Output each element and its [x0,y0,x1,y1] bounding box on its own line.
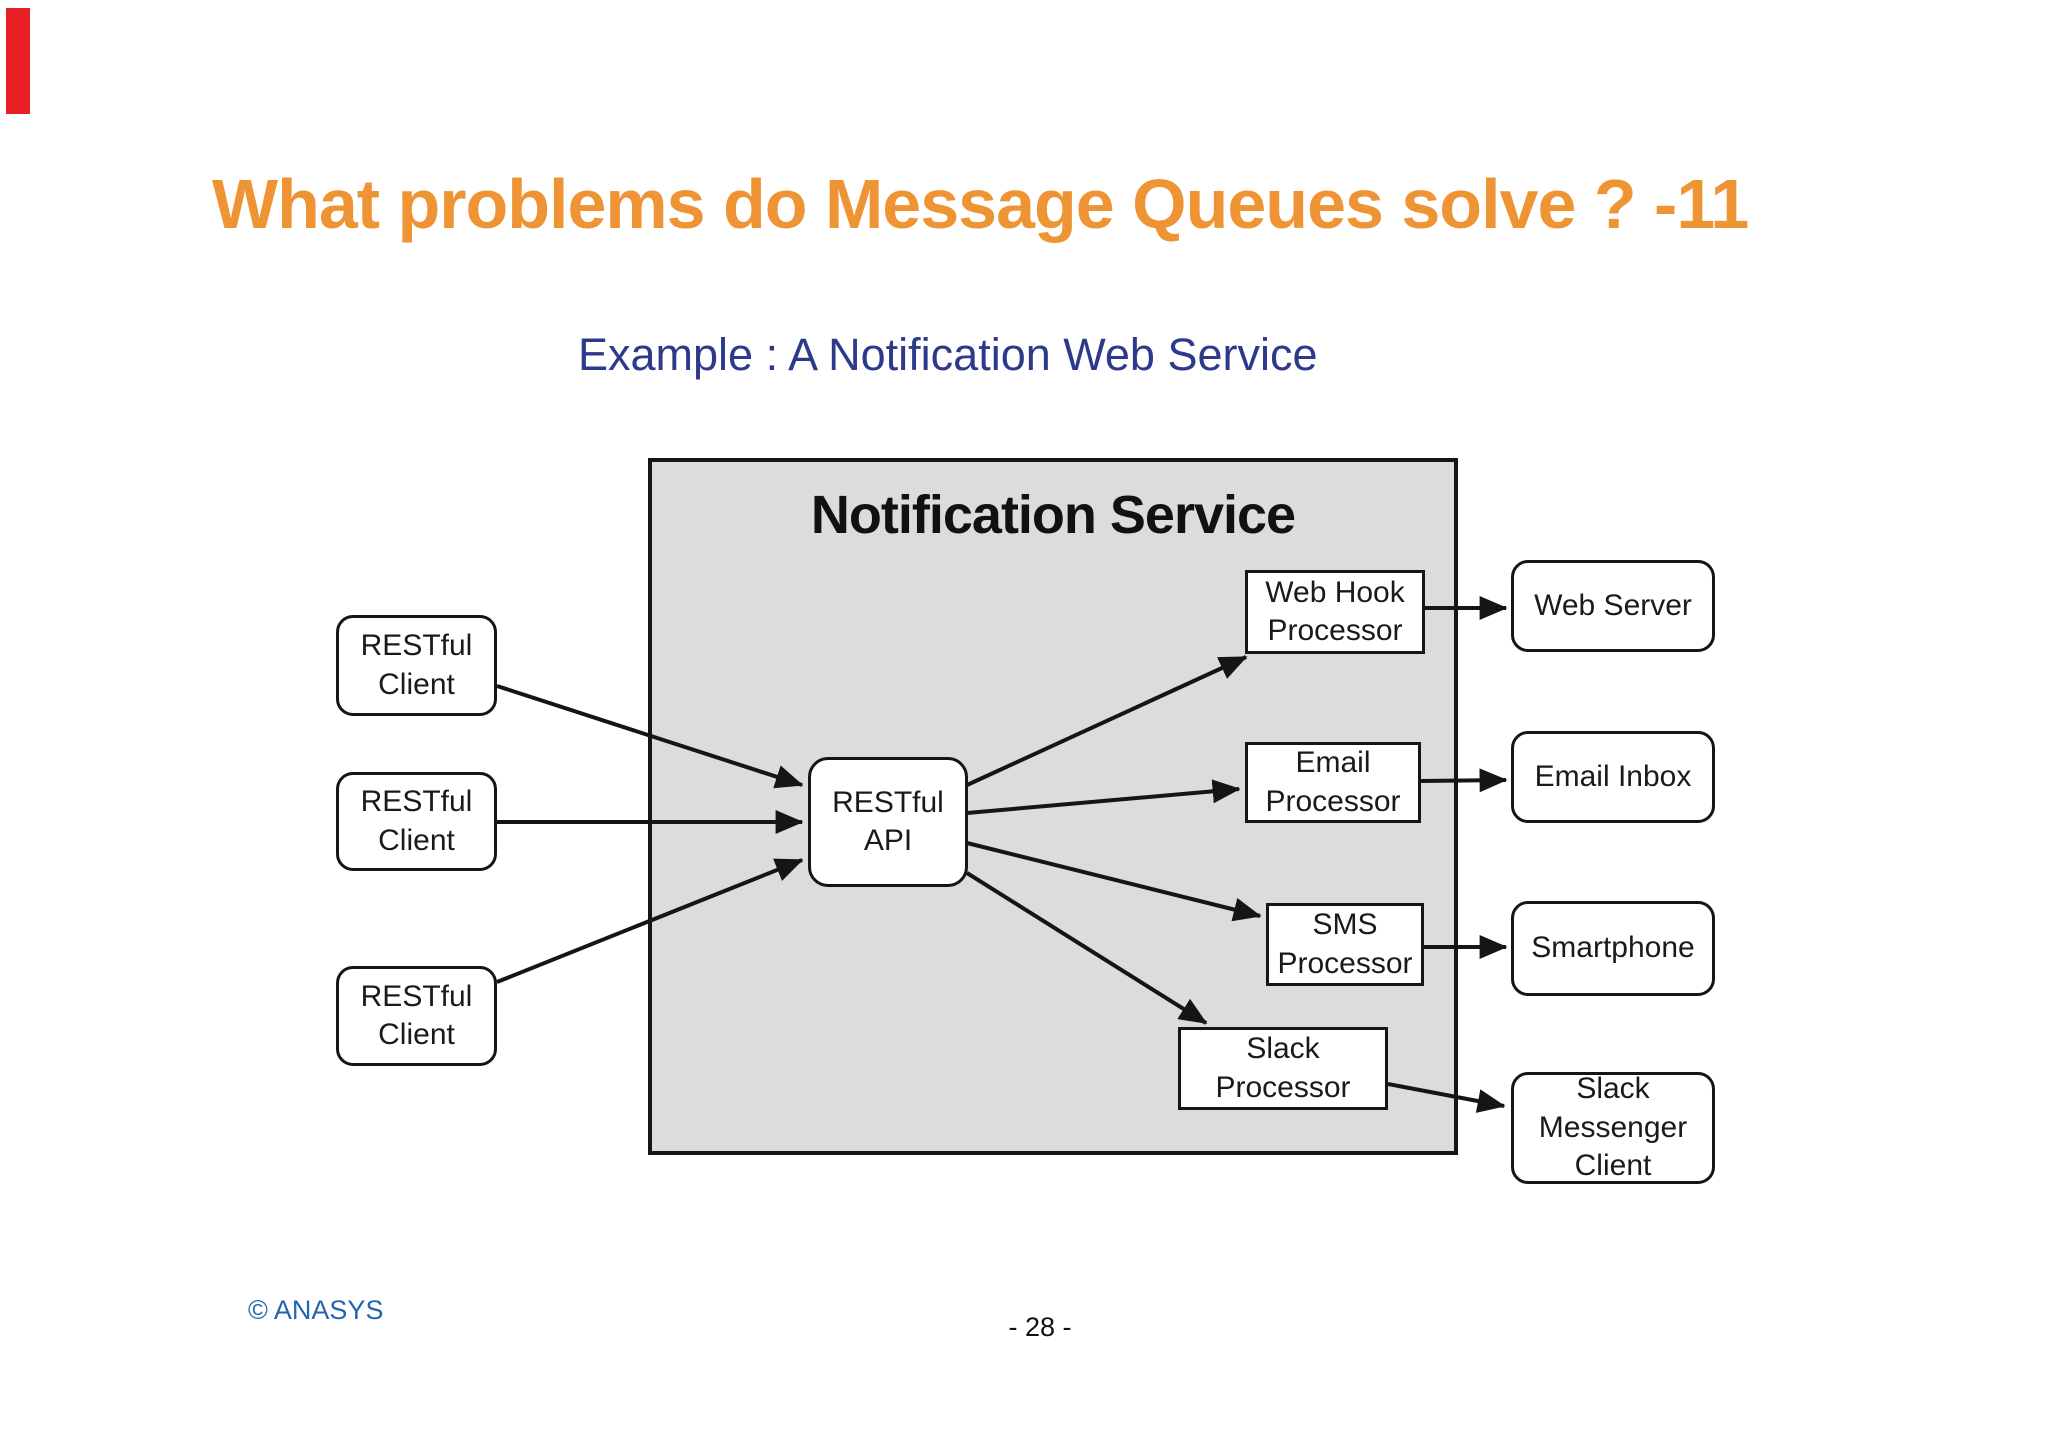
node-label: Slack Messenger Client [1538,1072,1688,1183]
node-smartphone: Smartphone [1511,901,1715,996]
node-label: Slack Processor [1215,1032,1351,1104]
node-label: Web Server [1534,588,1692,622]
node-restful-client-2: RESTful Client [336,772,497,871]
node-slack-messenger-client: Slack Messenger Client [1511,1072,1715,1184]
node-label: RESTful Client [360,629,473,701]
node-web-server: Web Server [1511,560,1715,652]
node-slack-processor: Slack Processor [1178,1027,1388,1110]
node-web-hook-processor: Web Hook Processor [1245,570,1425,654]
node-restful-api: RESTful API [808,757,968,887]
red-marker-bar [6,8,30,114]
node-label: RESTful Client [360,979,473,1051]
node-sms-processor: SMS Processor [1266,903,1424,986]
node-label: SMS Processor [1277,908,1413,980]
node-label: Web Hook Processor [1265,575,1405,647]
node-label: RESTful Client [360,785,473,857]
slide-title: What problems do Message Queues solve ? … [212,165,1749,243]
node-email-processor: Email Processor [1245,742,1421,823]
node-label: RESTful API [832,785,944,857]
footer-page-number: - 28 - [1008,1312,1072,1342]
footer-copyright: © ANASYS [248,1295,384,1325]
container-title: Notification Service [810,485,1296,545]
node-email-inbox: Email Inbox [1511,731,1715,823]
node-restful-client-3: RESTful Client [336,966,497,1066]
slide-subtitle: Example : A Notification Web Service [578,329,1318,380]
node-label: Email Inbox [1534,759,1692,793]
node-label: Email Processor [1265,746,1401,818]
node-restful-client-1: RESTful Client [336,615,497,716]
node-label: Smartphone [1531,931,1695,965]
